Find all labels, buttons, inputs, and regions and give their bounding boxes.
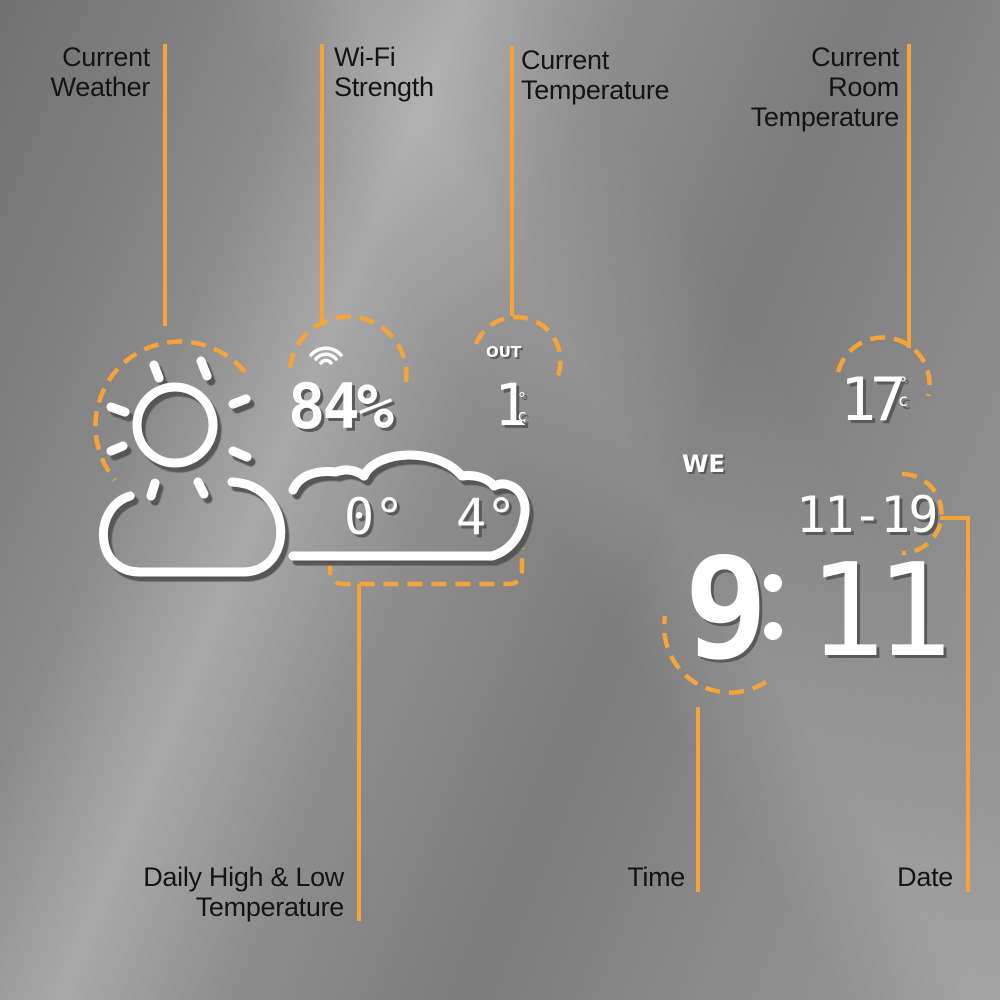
callout-arc-wifi [287, 314, 409, 383]
callout-line-date [940, 516, 970, 892]
daily-high-temperature-readout: 4° [456, 488, 517, 546]
label-current-temperature-line-1: Current [521, 45, 609, 75]
outdoor-tag: OUT [486, 343, 522, 361]
label-date: Date [897, 862, 953, 892]
outdoor-temperature-readout: 1 [494, 371, 529, 439]
time-minutes-readout: 11 [808, 537, 952, 686]
room-temperature-unit: °c [897, 374, 909, 411]
outdoor-temperature-unit: °c [517, 389, 527, 425]
callout-arc-time [661, 615, 768, 695]
label-current-room-temperature: Current Room Temperature [750, 42, 900, 132]
label-daily-high-low: Daily High & Low Temperature [143, 862, 344, 922]
forecast-cloud-icon [288, 450, 530, 561]
label-room-temperature-line-3: Temperature [750, 102, 900, 132]
daily-low-temperature-readout: 0° [344, 488, 405, 546]
cloud-icon [98, 477, 286, 577]
callout-arc-date [901, 471, 944, 556]
callout-arc-current-weather [93, 339, 247, 482]
label-wifi-strength-line-1: Wi-Fi [334, 42, 396, 72]
label-daily-high-low-line-1: Daily High & Low [143, 862, 344, 892]
weekday-readout: WE [682, 450, 725, 478]
label-wifi-strength: Wi-Fi Strength [334, 42, 434, 102]
label-room-temperature-line-2: Room [828, 72, 899, 102]
wifi-strength-readout: 84% [288, 370, 394, 443]
label-time: Time [627, 862, 685, 892]
label-daily-high-low-line-2: Temperature [195, 892, 345, 922]
time-hour-readout: 9 [684, 528, 769, 691]
time-colon [764, 574, 782, 640]
wifi-icon [309, 346, 343, 365]
date-readout: 11-19 [796, 486, 939, 544]
label-current-weather: Current Weather [50, 42, 151, 102]
label-current-weather-line-1: Current [62, 42, 150, 72]
label-current-temperature-line-2: Temperature [521, 75, 670, 105]
sun-icon [106, 356, 252, 501]
label-current-weather-line-2: Weather [50, 72, 151, 102]
label-room-temperature-line-1: Current [811, 42, 899, 72]
room-temperature-readout: 17 [840, 365, 906, 435]
callout-arc-room-temp [835, 335, 932, 397]
label-wifi-strength-line-2: Strength [334, 72, 434, 102]
label-current-temperature: Current Temperature [521, 45, 670, 105]
